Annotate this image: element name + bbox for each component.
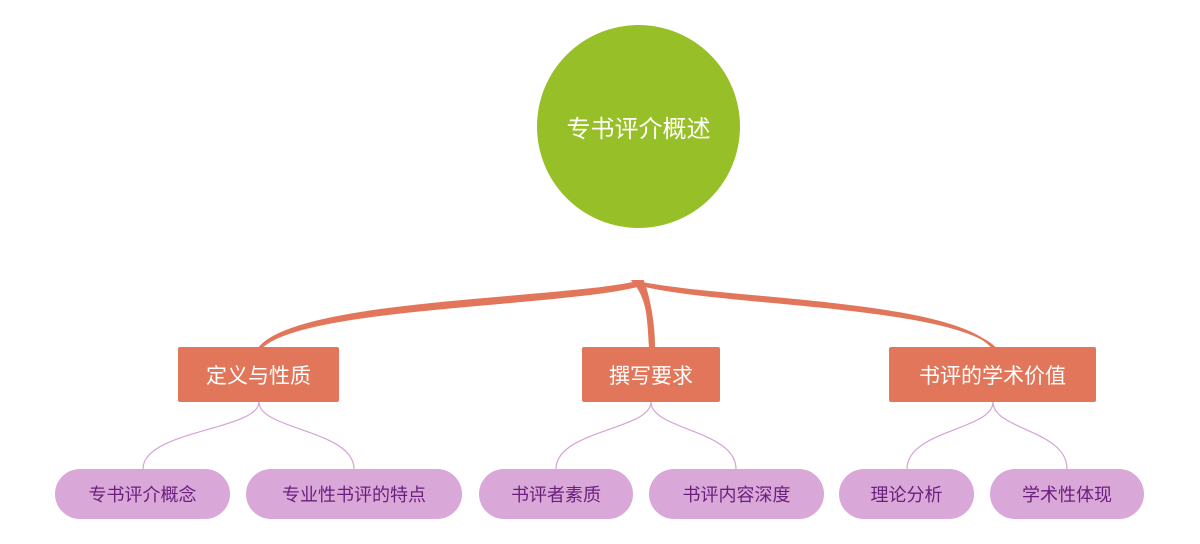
link-root-branch-1	[257, 280, 644, 348]
leaf-node-label: 专书评介概念	[88, 485, 197, 506]
leaf-node-features[interactable]: 专业性书评的特点	[246, 469, 462, 519]
link-root-branch-2	[630, 280, 656, 348]
link-branch-1-leaf-1	[142, 401, 260, 470]
branch-node-label: 定义与性质	[206, 363, 311, 388]
leaf-node-label: 专业性书评的特点	[282, 485, 426, 506]
branch-node-label: 书评的学术价值	[919, 363, 1066, 388]
leaf-node-academic-embodiment[interactable]: 学术性体现	[990, 469, 1144, 519]
link-branch-2-leaf-3	[555, 401, 652, 470]
leaf-node-label: 书评内容深度	[682, 485, 791, 506]
link-branch-1-leaf-2	[258, 401, 355, 470]
branch-node-academic-value[interactable]: 书评的学术价值	[889, 347, 1096, 402]
leaf-node-label: 书评者素质	[511, 485, 601, 506]
branch-node-label: 撰写要求	[609, 363, 693, 388]
leaf-node-reviewer-quality[interactable]: 书评者素质	[479, 469, 633, 519]
branch-node-definition[interactable]: 定义与性质	[178, 347, 339, 402]
link-branch-3-leaf-5	[906, 401, 994, 470]
root-node-label: 专书评介概述	[566, 115, 711, 143]
leaf-node-concept[interactable]: 专书评介概念	[55, 469, 230, 519]
leaf-node-label: 理论分析	[870, 485, 943, 506]
link-branch-2-leaf-4	[650, 401, 737, 470]
leaf-node-theoretical-analysis[interactable]: 理论分析	[839, 469, 974, 519]
branch-node-writing-requirements[interactable]: 撰写要求	[582, 347, 720, 402]
leaf-node-label: 学术性体现	[1022, 485, 1112, 506]
root-node[interactable]: 专书评介概述	[537, 25, 740, 228]
link-root-branch-3	[636, 281, 997, 348]
leaf-node-content-depth[interactable]: 书评内容深度	[649, 469, 824, 519]
link-branch-3-leaf-6	[992, 401, 1068, 470]
